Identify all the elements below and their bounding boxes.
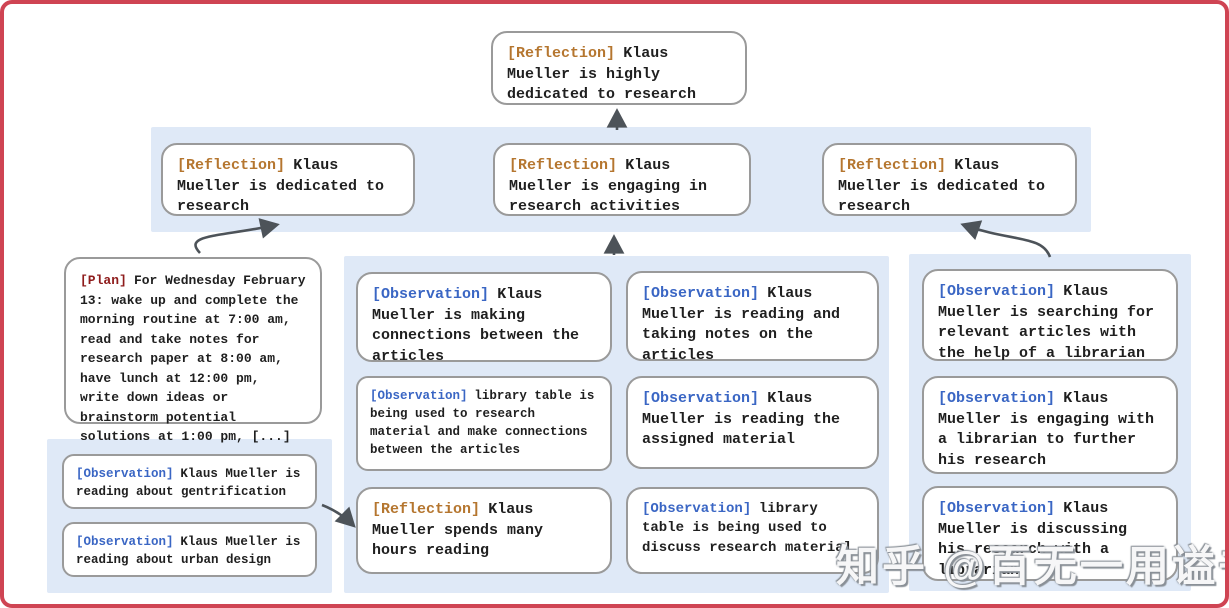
node-observation-engaging-librarian: [Observation]Klaus Mueller is engaging w… — [922, 376, 1178, 474]
node-text: Klaus Mueller is engaging with a librari… — [938, 390, 1155, 470]
node-text: library table is being used to research … — [370, 389, 595, 458]
observation-tag: [Observation] — [938, 500, 1056, 517]
node-text: library table is being used to discuss r… — [642, 501, 853, 556]
node-text: Klaus Mueller is reading about gentrific… — [76, 467, 301, 500]
reflection-tag: [Reflection] — [838, 157, 947, 174]
node-reflection-dedicated-left: [Reflection]Klaus Mueller is dedicated t… — [161, 143, 415, 216]
node-text: Klaus Mueller is reading the assigned ma… — [642, 390, 841, 449]
node-text: Klaus Mueller is discussing his research… — [938, 500, 1128, 580]
node-text: Klaus Mueller is reading about urban des… — [76, 535, 301, 568]
observation-tag: [Observation] — [372, 286, 490, 303]
node-text: For Wednesday February 13: wake up and c… — [80, 273, 306, 444]
observation-tag: [Observation] — [76, 467, 174, 481]
node-text: Klaus Mueller is engaging in research ac… — [509, 157, 708, 216]
zhihu-watermark: 知乎 @百无一用谥书生 — [836, 543, 1225, 591]
node-reflection-dedicated-right: [Reflection]Klaus Mueller is dedicated t… — [822, 143, 1077, 216]
node-text: Klaus Mueller is making connections betw… — [372, 286, 580, 366]
plan-tag: [Plan] — [80, 273, 127, 288]
node-text: Klaus Mueller is highly dedicated to res… — [507, 45, 697, 104]
node-plan-wednesday: [Plan]For Wednesday February 13: wake up… — [64, 257, 322, 444]
node-observation-taking-notes: [Observation]Klaus Mueller is reading an… — [626, 271, 879, 365]
node-observation-making-connections: [Observation]Klaus Mueller is making con… — [356, 272, 612, 366]
observation-tag: [Observation] — [642, 390, 760, 407]
reflection-tag: [Reflection] — [372, 501, 481, 518]
reflection-tag: [Reflection] — [507, 45, 616, 62]
observation-tag: [Observation] — [642, 501, 752, 517]
node-observation-library-discuss: [Observation]library table is being used… — [626, 487, 879, 574]
node-text: Klaus Mueller is reading and taking note… — [642, 285, 841, 365]
observation-tag: [Observation] — [938, 390, 1056, 407]
node-text: Klaus Mueller is dedicated to research — [838, 157, 1046, 216]
reflection-tag: [Reflection] — [509, 157, 618, 174]
node-observation-gentrification: [Observation]Klaus Mueller is reading ab… — [62, 454, 317, 509]
node-observation-searching-articles: [Observation]Klaus Mueller is searching … — [922, 269, 1178, 363]
node-reflection-highly-dedicated: [Reflection]Klaus Mueller is highly dedi… — [491, 31, 747, 105]
node-reflection-engaging: [Reflection]Klaus Mueller is engaging in… — [493, 143, 751, 216]
observation-tag: [Observation] — [76, 535, 174, 549]
observation-tag: [Observation] — [938, 283, 1056, 300]
node-observation-assigned-material: [Observation]Klaus Mueller is reading th… — [626, 376, 879, 469]
node-text: Klaus Mueller is dedicated to research — [177, 157, 385, 216]
node-reflection-hours-reading: [Reflection]Klaus Mueller spends many ho… — [356, 487, 612, 574]
node-observation-library-research: [Observation]library table is being used… — [356, 376, 612, 471]
reflection-tag: [Reflection] — [177, 157, 286, 174]
node-observation-urban-design: [Observation]Klaus Mueller is reading ab… — [62, 522, 317, 577]
observation-tag: [Observation] — [642, 285, 760, 302]
node-observation-discussing-research: [Observation]Klaus Mueller is discussing… — [922, 486, 1178, 581]
node-text: Klaus Mueller spends many hours reading — [372, 501, 544, 560]
observation-tag: [Observation] — [370, 389, 468, 403]
node-text: Klaus Mueller is searching for relevant … — [938, 283, 1155, 363]
